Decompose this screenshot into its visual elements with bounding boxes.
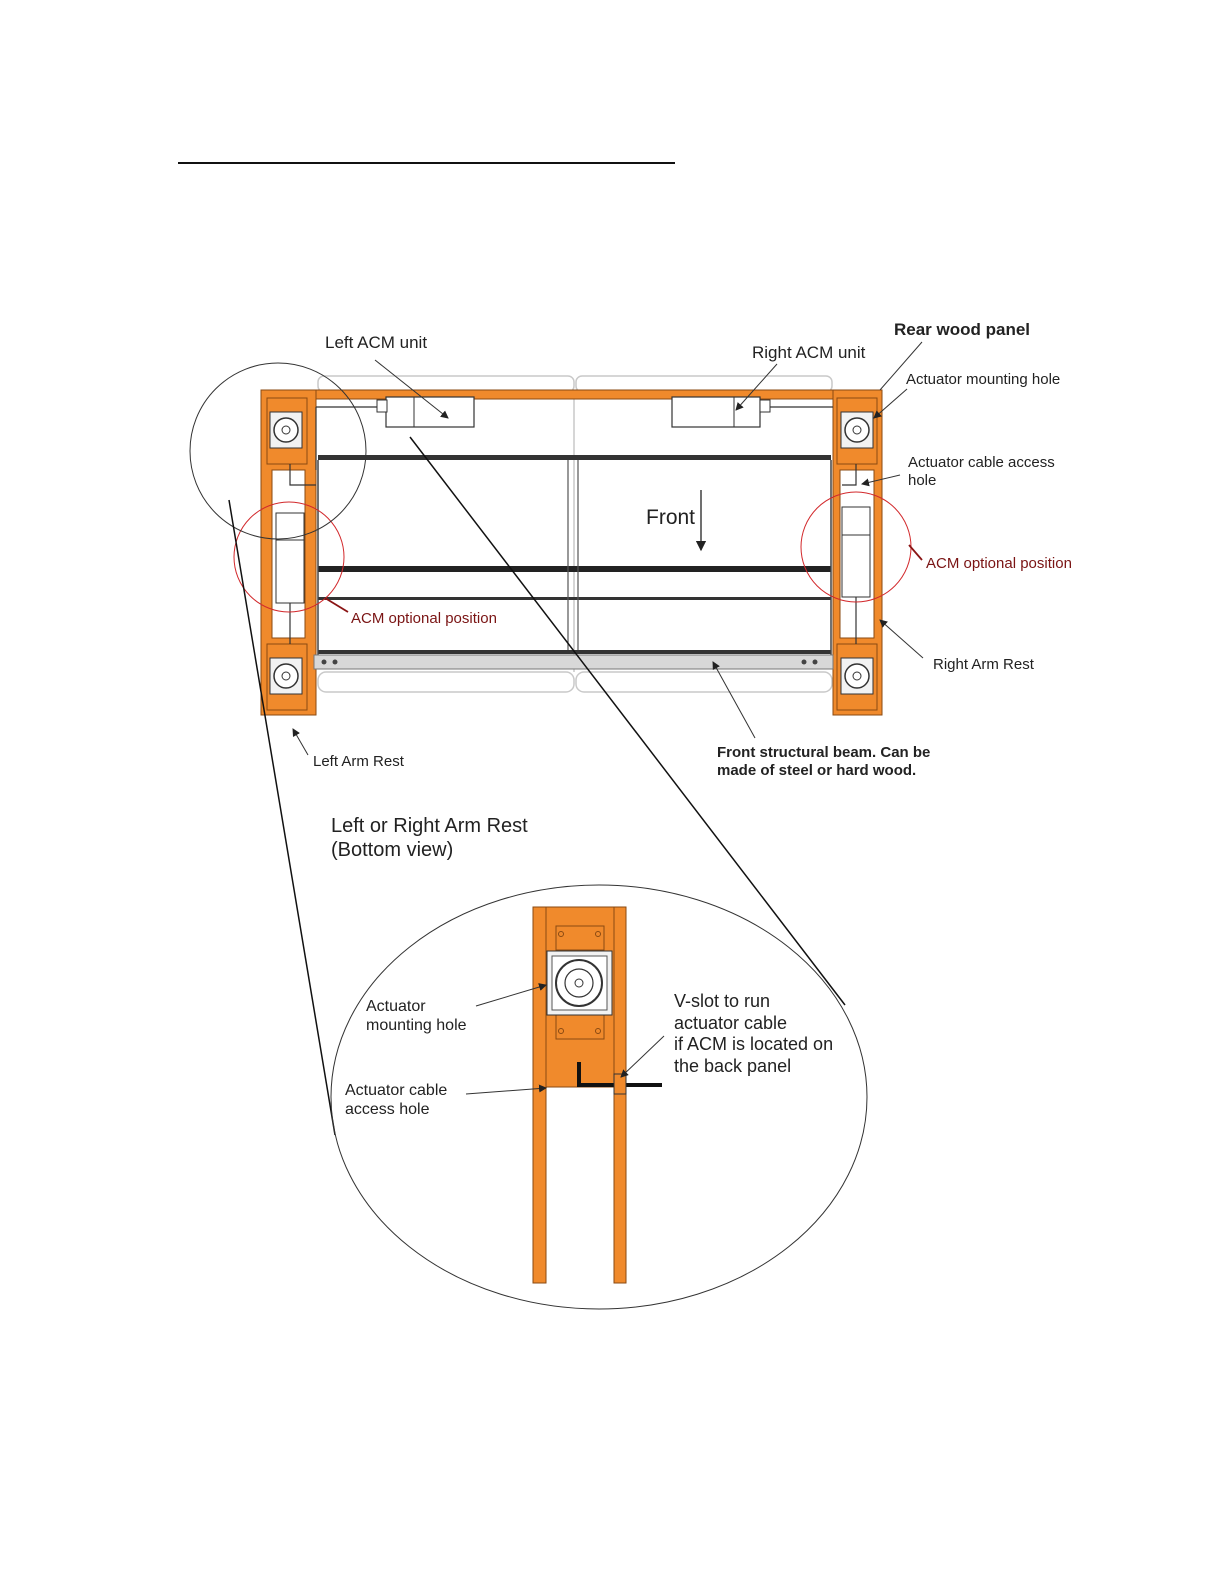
acm-optional-circle-left: [233, 501, 345, 613]
label-rear-wood-panel: Rear wood panel: [894, 320, 1031, 339]
actuator-cables: [289, 406, 857, 644]
projection-line-left: [228, 499, 336, 1136]
actuator-mount-right-rear: [840, 411, 874, 449]
actuator-mount-left-front: [269, 657, 303, 695]
label-left-arm-rest: Left Arm Rest: [313, 753, 404, 770]
acm-optional-leader-right: [908, 544, 923, 561]
detail-leaders: [465, 983, 665, 1095]
label-actuator-cable-access-hole: Actuator cable access hole: [908, 454, 1055, 489]
label-front-structural-beam: Front structural beam. Can be made of st…: [717, 744, 931, 779]
acm-optional-leader-left: [324, 597, 349, 613]
actuator-mount-left-rear: [269, 411, 303, 449]
label-front: Front: [646, 506, 696, 529]
detail-title: Left or Right Arm Rest (Bottom view): [331, 815, 528, 861]
leader-lines: [292, 341, 924, 756]
label-right-arm-rest: Right Arm Rest: [933, 656, 1034, 673]
left-acm-unit: [376, 396, 475, 428]
label-actuator-mounting-hole: Actuator mounting hole: [906, 371, 1061, 388]
front-structural-beam: [313, 654, 834, 670]
detail-label-actuator-cable-access-hole: Actuator cable access hole: [345, 1082, 448, 1119]
label-right-acm-unit: Right ACM unit: [752, 343, 866, 362]
detail-v-slot-cable: [577, 1062, 662, 1095]
label-acm-optional-position-right: ACM optional position: [926, 555, 1072, 572]
right-acm-unit: [671, 396, 771, 428]
magnifier-circle: [189, 362, 367, 540]
label-acm-optional-position-left: ACM optional position: [351, 610, 497, 627]
label-left-acm-unit: Left ACM unit: [325, 333, 428, 352]
rear-wood-panel: [260, 389, 883, 400]
projection-line-right: [409, 436, 846, 1006]
actuator-mount-right-front: [840, 657, 874, 695]
detail-label-v-slot: V-slot to run actuator cable if ACM is l…: [674, 991, 834, 1076]
acm-unit-left-optional: [275, 512, 305, 604]
detail-label-actuator-mounting-hole: Actuator mounting hole: [366, 998, 467, 1035]
detail-ellipse: [330, 884, 868, 1310]
detail-actuator-mount: [546, 950, 613, 1016]
acm-unit-right-optional: [841, 506, 871, 598]
